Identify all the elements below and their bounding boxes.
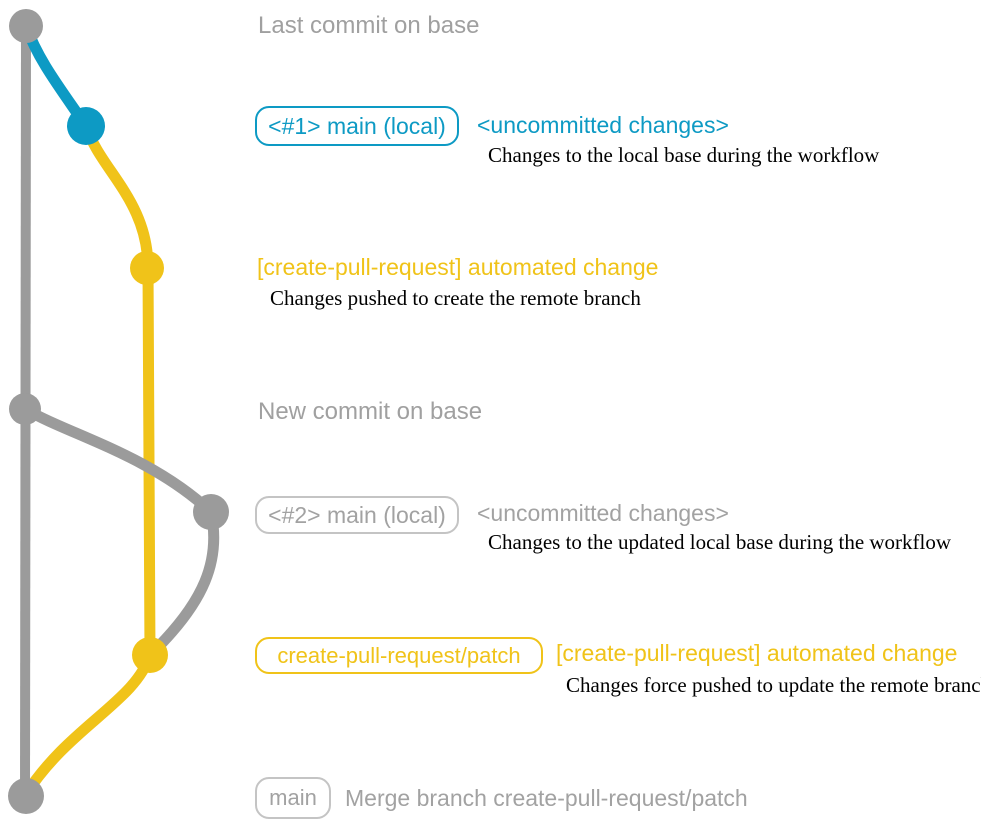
commit-dot-automated-change-1	[130, 251, 164, 285]
last-commit-heading: Last commit on base	[258, 12, 480, 39]
commit1-title: <uncommitted changes>	[477, 112, 729, 138]
branch-badge-patch: create-pull-request/patch	[255, 637, 543, 674]
commit-dot-uncommitted-1	[67, 107, 105, 145]
branch-badge-main: main	[255, 777, 331, 819]
branch-badge-main-local-2-label: <#2> main (local)	[268, 501, 446, 528]
commit2-title: [create-pull-request] automated change	[257, 254, 659, 280]
branch-badge-main-local-2: <#2> main (local)	[255, 496, 459, 534]
commit-dot-last-base	[9, 9, 43, 43]
updated-base-branch-curve-in	[144, 506, 220, 661]
branch-badge-patch-label: create-pull-request/patch	[277, 642, 521, 668]
branch-badge-main-local-1-label: <#1> main (local)	[268, 112, 446, 139]
commit1-description: Changes to the local base during the wor…	[488, 143, 880, 167]
merge-branch-curve	[20, 649, 156, 800]
commit3-description: Changes to the updated local base during…	[488, 530, 952, 554]
updated-base-branch-curve-out	[19, 403, 217, 518]
commit4-title: [create-pull-request] automated change	[556, 640, 958, 666]
branch-badge-main-local-1: <#1> main (local)	[255, 106, 459, 146]
branch-badge-main-label: main	[269, 785, 317, 810]
patch-branch-line	[80, 120, 156, 661]
commit-dot-merge	[8, 778, 44, 814]
merge-commit-title: Merge branch create-pull-request/patch	[345, 785, 748, 811]
commit-dot-new-base	[9, 393, 41, 425]
commit4-description: Changes force pushed to update the remot…	[566, 673, 981, 697]
commit-dot-uncommitted-2	[193, 494, 229, 530]
commit3-title: <uncommitted changes>	[477, 500, 729, 526]
commit-graph	[8, 9, 229, 814]
commit-dot-automated-change-2	[132, 637, 168, 673]
commit2-description: Changes pushed to create the remote bran…	[270, 286, 641, 310]
new-commit-heading: New commit on base	[258, 398, 483, 425]
